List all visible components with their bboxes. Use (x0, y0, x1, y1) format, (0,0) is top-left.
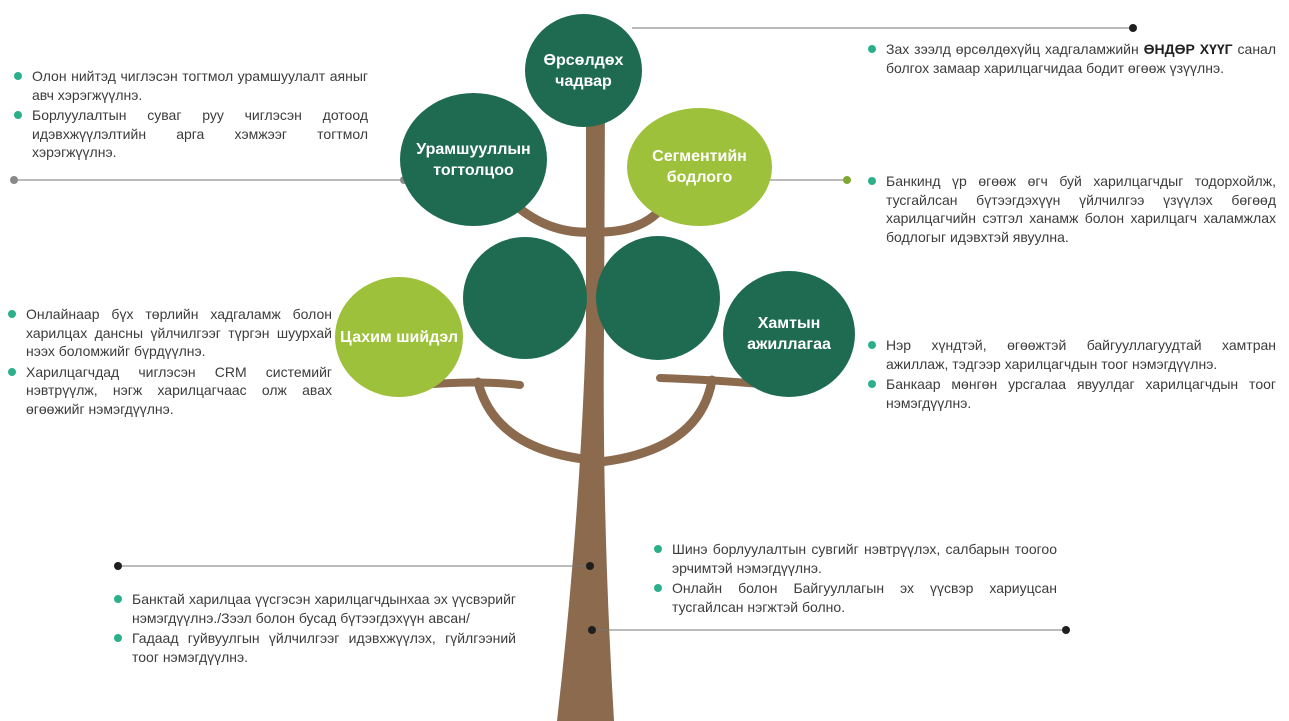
note-bold-text: ӨНДӨР ХҮҮГ (1143, 41, 1233, 57)
tree-trunk (557, 100, 614, 721)
connector-dot (843, 176, 851, 184)
bullet-item: Борлуулалтын суваг руу чиглэсэн дотоод и… (12, 106, 368, 162)
branch-lower-right-arc (595, 375, 717, 467)
bullet-item: Онлайнаар бүх төрлийн хадгаламж болон ха… (6, 305, 332, 361)
bullet-item: Гадаад гуйвуулгын үйлчилгээг идэвхжүүлэх… (112, 629, 516, 666)
branch-segment (595, 205, 665, 237)
note-competitiveness: Зах зээлд өрсөлдөхүйц хадгаламжийн ӨНДӨР… (866, 40, 1276, 77)
node-center-right (596, 236, 720, 360)
bullet-item: Зах зээлд өрсөлдөхүйц хадгаламжийн ӨНДӨР… (866, 40, 1276, 77)
bullet-item: Банктай харилцаа үүсгэсэн харилцагчдынха… (112, 590, 516, 627)
node-label: Өрсөлдөх чадвар (543, 51, 624, 90)
node-cooperation: Хамтын ажиллагаа (723, 271, 855, 397)
note-text: Зах зээлд өрсөлдөхүйц хадгаламжийн (886, 41, 1144, 57)
bullet-item: Шинэ борлуулалтын сувгийг нэвтрүүлэх, са… (652, 540, 1057, 577)
node-promotion: Урамшууллын тогтолцоо (400, 93, 547, 226)
connector-dot (114, 562, 122, 570)
note-promotion: Олон нийтэд чиглэсэн тогтмол урамшуулалт… (12, 67, 368, 162)
connector-dot (1129, 24, 1137, 32)
connector-dot (586, 562, 594, 570)
node-competitiveness: Өрсөлдөх чадвар (525, 14, 642, 127)
bullet-item: Банкаар мөнгөн урсгалаа явуулдаг харилца… (866, 375, 1276, 412)
bullet-item: Олон нийтэд чиглэсэн тогтмол урамшуулалт… (12, 67, 368, 104)
node-label: Хамтын ажиллагаа (747, 315, 831, 353)
node-label: Сегментийн бодлого (652, 148, 747, 186)
bullet-item: Онлайн болон Байгууллагын эх үүсвэр хари… (652, 579, 1057, 616)
node-label: Урамшууллын тогтолцоо (416, 140, 531, 179)
connector-dot (1062, 626, 1070, 634)
note-cooperation: Нэр хүндтэй, өгөөжтэй байгууллагуудтай х… (866, 336, 1276, 412)
note-trunk-right: Шинэ борлуулалтын сувгийг нэвтрүүлэх, са… (652, 540, 1057, 616)
connector-dot (10, 176, 18, 184)
note-digital: Онлайнаар бүх төрлийн хадгаламж болон ха… (6, 305, 332, 418)
note-segment: Банкинд үр өгөөж өгч буй харилцагчдыг то… (866, 172, 1276, 246)
node-segment: Сегментийн бодлого (627, 108, 772, 226)
bullet-item: Банкинд үр өгөөж өгч буй харилцагчдыг то… (866, 172, 1276, 246)
node-center-left (463, 237, 587, 359)
note-text: санал болгох замаар харилцагчидаа бодит … (886, 41, 1277, 76)
connector-dot (588, 626, 596, 634)
bullet-item: Нэр хүндтэй, өгөөжтэй байгууллагуудтай х… (866, 336, 1276, 373)
branch-lower-left-arc (473, 377, 597, 465)
node-label: Цахим шийдэл (340, 328, 458, 346)
bullet-item: Харилцагчдад чиглэсэн CRM системийг нэвт… (6, 363, 332, 419)
node-digital: Цахим шийдэл (335, 277, 463, 397)
note-trunk-left: Банктай харилцаа үүсгэсэн харилцагчдынха… (112, 590, 516, 666)
